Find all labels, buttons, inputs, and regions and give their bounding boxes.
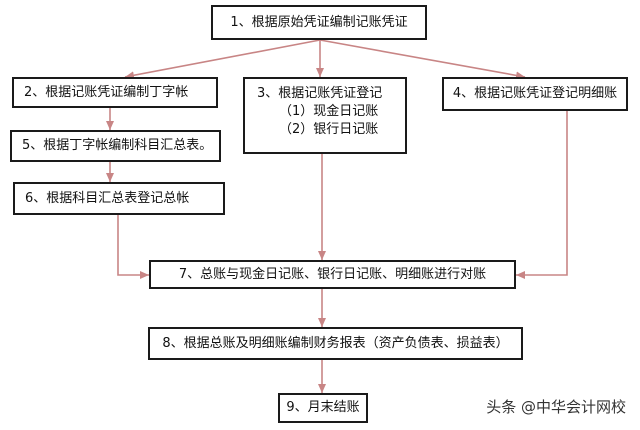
watermark-text: 头条 @中华会计网校 — [486, 398, 626, 416]
step-8-label: 8、根据总账及明细账编制财务报表（资产负债表、损益表） — [162, 335, 509, 351]
step-7-box: 7、总账与现金日记账、银行日记账、明细账进行对账 — [149, 260, 516, 289]
step-5-box: 5、根据丁字帐编制科目汇总表。 — [10, 130, 221, 162]
arrow-6-to-7 — [117, 215, 149, 279]
step-3-item-bank: （2）银行日记账 — [279, 122, 379, 137]
step-3-title: 3、根据记账凭证登记 — [257, 86, 383, 101]
step-1-label: 1、根据原始凭证编制记账凭证 — [230, 14, 408, 30]
step-8-box: 8、根据总账及明细账编制财务报表（资产负债表、损益表） — [148, 327, 523, 360]
step-9-box: 9、月末结账 — [278, 393, 368, 423]
arrow-4-to-7 — [516, 111, 568, 279]
step-3-item-cash: （1）现金日记账 — [279, 104, 379, 119]
step-5-label: 5、根据丁字帐编制科目汇总表。 — [22, 138, 213, 153]
step-2-box: 2、根据记账凭证编制丁字帐 — [12, 77, 218, 108]
arrow-1-to-4 — [319, 39, 526, 80]
step-9-label: 9、月末结账 — [286, 400, 360, 415]
arrow-1-to-2 — [124, 39, 321, 80]
step-3-box: 3、根据记账凭证登记 （1）现金日记账 （2）银行日记账 — [243, 77, 407, 154]
step-6-box: 6、根据科目汇总表登记总帐 — [13, 182, 225, 215]
step-2-label: 2、根据记账凭证编制丁字帐 — [24, 84, 189, 100]
step-1-box: 1、根据原始凭证编制记账凭证 — [211, 5, 427, 40]
step-4-box: 4、根据记账凭证登记明细账 — [442, 77, 628, 111]
step-7-label: 7、总账与现金日记账、银行日记账、明细账进行对账 — [178, 266, 487, 282]
step-6-label: 6、根据科目汇总表登记总帐 — [25, 190, 190, 206]
step-4-label: 4、根据记账凭证登记明细账 — [452, 86, 618, 101]
